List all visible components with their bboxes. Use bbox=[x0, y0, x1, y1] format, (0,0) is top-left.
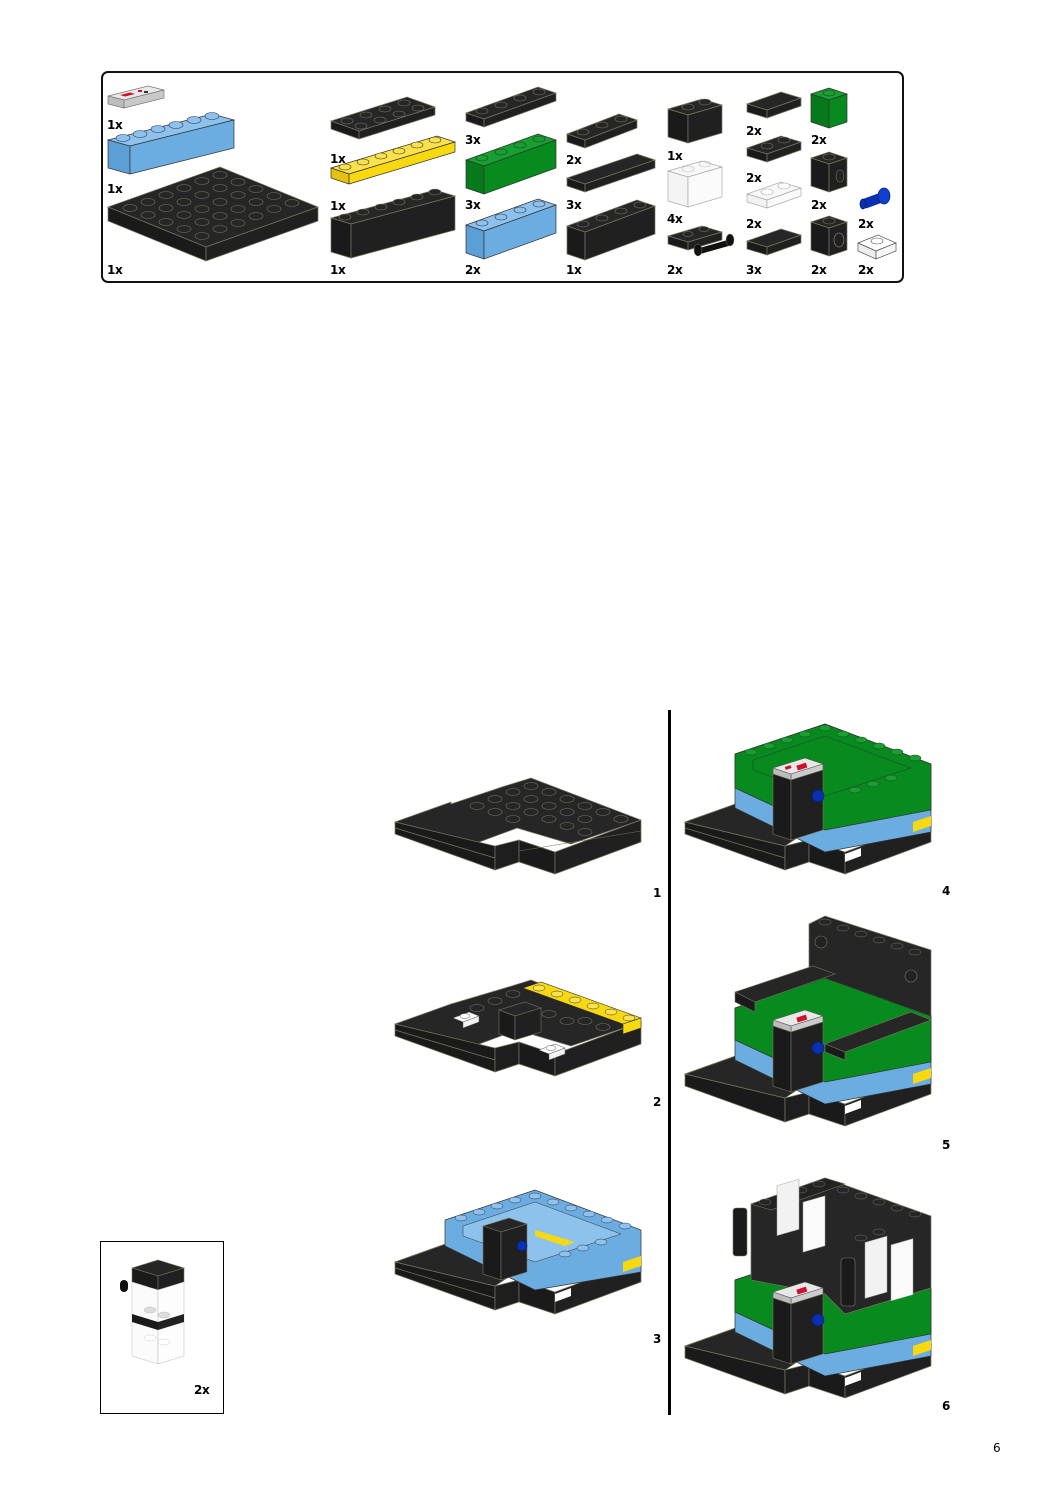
part-brick-1x1-hole-black bbox=[809, 215, 849, 257]
qty-label: 2x bbox=[811, 263, 827, 277]
qty-label: 2x bbox=[465, 263, 481, 277]
qty-label: 4x bbox=[667, 212, 683, 226]
part-brick-1x2-black bbox=[666, 98, 724, 144]
qty-label: 1x bbox=[566, 263, 582, 277]
qty-label: 1x bbox=[330, 199, 346, 213]
qty-label: 3x bbox=[465, 133, 481, 147]
part-brick-1x1-green bbox=[809, 87, 849, 129]
part-brick-1x6-black bbox=[329, 188, 457, 259]
page-number: 6 bbox=[993, 1441, 1001, 1455]
step-6-model bbox=[683, 1177, 932, 1399]
part-brick-1x4-light-blue bbox=[464, 198, 558, 260]
qty-label: 2x bbox=[811, 133, 827, 147]
step-number: 4 bbox=[942, 884, 951, 898]
part-tile-1x4-black bbox=[565, 153, 657, 193]
part-plate-6x6-black bbox=[107, 166, 319, 262]
qty-label: 2x bbox=[667, 263, 683, 277]
step-3-model bbox=[393, 1189, 642, 1315]
qty-label: 2x bbox=[746, 124, 762, 138]
qty-label: 3x bbox=[746, 263, 762, 277]
step-number: 6 bbox=[942, 1399, 951, 1413]
part-plate-1x6-yellow bbox=[329, 135, 457, 185]
part-tile-1x2-printed bbox=[107, 85, 165, 109]
subassembly-model bbox=[120, 1259, 186, 1365]
part-brick-1x2-trans-clear bbox=[666, 160, 724, 208]
qty-label: 2x bbox=[566, 153, 582, 167]
part-brick-1x6-light-blue bbox=[106, 112, 236, 175]
step-number: 2 bbox=[653, 1095, 662, 1109]
qty-label: 1x bbox=[667, 149, 683, 163]
qty-label: 2x bbox=[858, 217, 874, 231]
part-plate-1x2-trans-clear bbox=[745, 181, 803, 209]
qty-label: 2x bbox=[811, 198, 827, 212]
qty-label: 3x bbox=[465, 198, 481, 212]
qty-label: 2x bbox=[858, 263, 874, 277]
qty-label: 1x bbox=[107, 263, 123, 277]
qty-label: 3x bbox=[566, 198, 582, 212]
part-tile-1x2-black bbox=[745, 91, 803, 119]
qty-label: 2x bbox=[746, 171, 762, 185]
qty-label: 1x bbox=[107, 118, 123, 132]
part-plate-1x2-handles-black bbox=[666, 225, 735, 257]
qty-label: 1x bbox=[107, 182, 123, 196]
qty-label: 2x bbox=[746, 217, 762, 231]
part-plate-1x3-black bbox=[565, 113, 639, 149]
part-tile-1x2-black bbox=[745, 228, 803, 256]
part-brick-1x1-stud-side-black bbox=[809, 151, 849, 193]
step-number: 3 bbox=[653, 1332, 662, 1346]
subassembly-qty: 2x bbox=[194, 1383, 210, 1397]
part-brick-1x4-black bbox=[565, 199, 657, 261]
step-4-model bbox=[683, 723, 932, 875]
part-technic-pin-blue bbox=[859, 187, 891, 210]
step-number: 5 bbox=[942, 1138, 951, 1152]
step-5-model bbox=[683, 915, 932, 1127]
part-plate-1x4-black bbox=[464, 86, 558, 128]
part-brick-1x4-green bbox=[464, 133, 558, 195]
part-plate-2x4-black bbox=[329, 96, 437, 140]
column-divider bbox=[668, 710, 671, 1415]
step-1-model bbox=[393, 777, 643, 875]
qty-label: 1x bbox=[330, 263, 346, 277]
step-2-model bbox=[393, 979, 643, 1077]
qty-label: 1x bbox=[330, 152, 346, 166]
part-plate-1x1-white bbox=[857, 234, 897, 260]
step-number: 1 bbox=[653, 886, 662, 900]
part-plate-1x2-black bbox=[745, 135, 803, 163]
